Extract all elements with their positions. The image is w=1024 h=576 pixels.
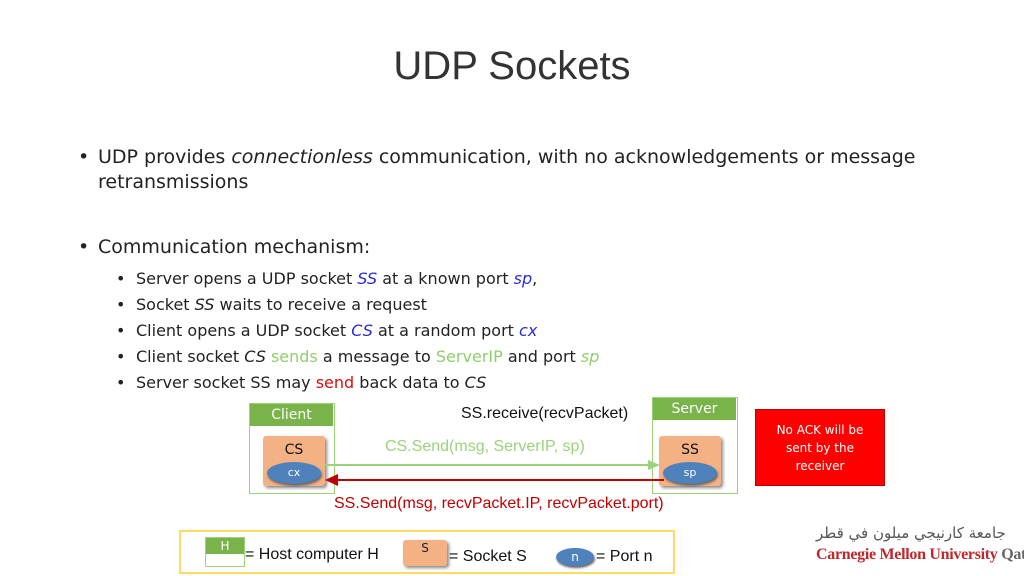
- client-socket-label: CS: [284, 442, 304, 458]
- bullet-dot: •: [78, 146, 90, 168]
- no-ack-callout: No ACK will be sent by the receiver: [755, 409, 885, 486]
- bullet-list: • UDP provides connectionless communicat…: [74, 145, 954, 396]
- sub-bullet-2: • Socket SS waits to receive a request: [116, 295, 427, 314]
- sub-bullet-3: • Client opens a UDP socket CS at a rand…: [116, 321, 538, 340]
- legend-port-icon: n: [556, 548, 594, 566]
- bullet1-text-post: communication, with no acknowledgements …: [372, 146, 916, 168]
- client-header: Client: [250, 404, 333, 426]
- bullet-communication-mechanism: • Communication mechanism:: [74, 235, 954, 260]
- sub-bullet-4: • Client socket CS sends a message to Se…: [116, 347, 600, 366]
- bullet1-italic: connectionless: [231, 146, 373, 168]
- sub-bullet-1: • Server opens a UDP socket SS at a know…: [116, 269, 538, 288]
- client-port: cx: [267, 462, 321, 484]
- server-port: sp: [663, 462, 717, 484]
- receive-call-label: SS.receive(recvPacket): [461, 405, 629, 422]
- server-header: Server: [653, 398, 736, 420]
- bullet2-text: Communication mechanism:: [98, 236, 371, 258]
- cmu-qatar-logo-english: Carnegie Mellon University Qatar: [816, 546, 1024, 563]
- server-socket-label: SS: [681, 442, 699, 458]
- slide-title: UDP Sockets: [393, 44, 631, 88]
- legend-host-icon: H: [205, 537, 245, 567]
- legend-port-text: = Port n: [596, 548, 653, 565]
- bullet-dot: •: [78, 236, 90, 258]
- reply-arrow: [325, 474, 664, 486]
- bullet1-text-pre: UDP provides: [98, 146, 232, 168]
- legend-socket-icon: S: [403, 540, 447, 566]
- send-call-label: CS.Send(msg, ServerIP, sp): [385, 438, 585, 455]
- send-arrow: [324, 460, 660, 470]
- bullet1-line2: retransmissions: [98, 171, 249, 193]
- bullet-udp-provides: • UDP provides connectionless communicat…: [74, 145, 954, 195]
- cmu-qatar-logo-arabic: جامعة كارنيجي ميلون في قطر: [816, 524, 1006, 542]
- legend-box: H = Host computer H S = Socket S n = Por…: [179, 530, 675, 574]
- reply-call-label: SS.Send(msg, recvPacket.IP, recvPacket.p…: [334, 495, 664, 512]
- sub-bullet-5: • Server socket SS may send back data to…: [116, 373, 487, 392]
- legend-host-key: H: [206, 538, 244, 554]
- legend-socket-text: = Socket S: [449, 548, 527, 565]
- legend-host-text: = Host computer H: [245, 546, 379, 563]
